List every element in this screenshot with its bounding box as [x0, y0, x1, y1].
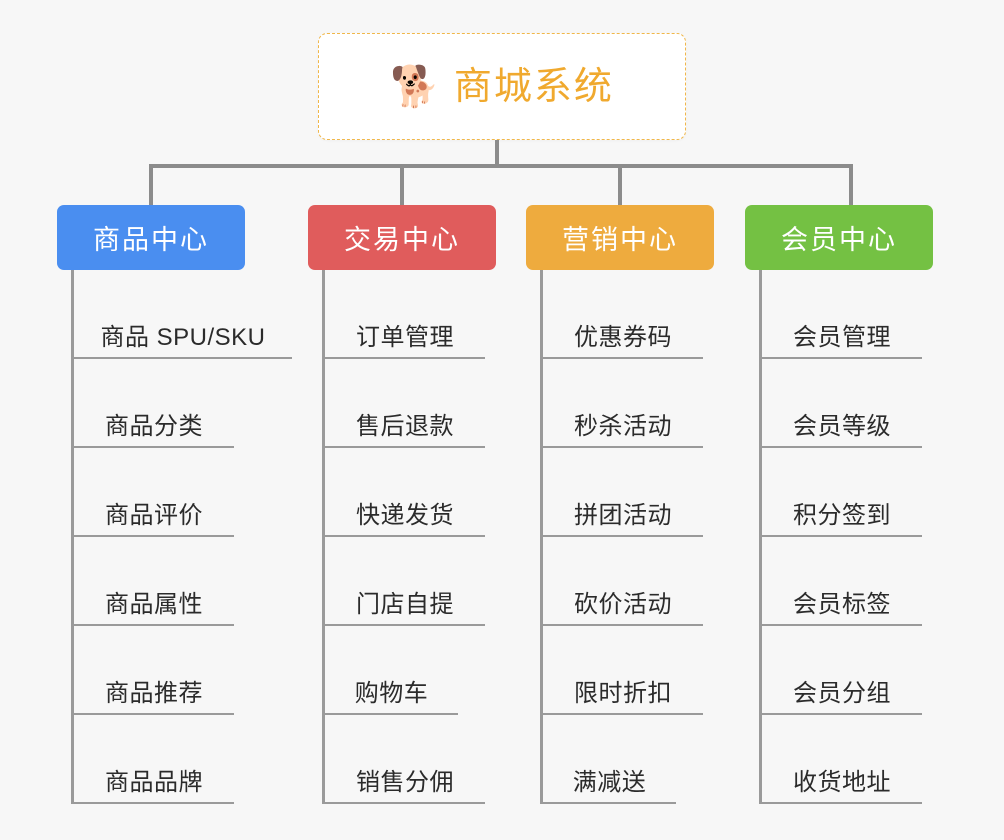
connector-drop-1 [149, 164, 153, 207]
list-item[interactable]: 会员分组 [762, 626, 922, 715]
list-item[interactable]: 秒杀活动 [543, 359, 703, 448]
category-header-trade-center[interactable]: 交易中心 [308, 205, 496, 270]
column-trade-center: 交易中心 订单管理 售后退款 快递发货 门店自提 购物车 [308, 205, 496, 804]
list-item[interactable]: 会员管理 [762, 270, 922, 359]
column-marketing-center: 营销中心 优惠券码 秒杀活动 拼团活动 砍价活动 限时折扣 [526, 205, 714, 804]
leaf-list-trade-center: 订单管理 售后退款 快递发货 门店自提 购物车 销售分佣 [322, 270, 485, 804]
list-item[interactable]: 商品品牌 [74, 715, 234, 804]
list-item[interactable]: 会员标签 [762, 537, 922, 626]
list-item-label: 秒杀活动 [574, 413, 672, 440]
column-product-center: 商品中心 商品 SPU/SKU 商品分类 商品评价 商品属性 商品推荐 [57, 205, 292, 804]
list-item[interactable]: 快递发货 [325, 448, 485, 537]
category-title: 商品中心 [93, 225, 209, 255]
list-item-label: 会员标签 [793, 591, 891, 618]
list-item[interactable]: 商品 SPU/SKU [74, 270, 292, 359]
column-member-center: 会员中心 会员管理 会员等级 积分签到 会员标签 会员分组 [745, 205, 933, 804]
category-header-member-center[interactable]: 会员中心 [745, 205, 933, 270]
root-node[interactable]: 🐕 商城系统 [318, 33, 686, 140]
list-item[interactable]: 满减送 [543, 715, 676, 804]
connector-drop-2 [400, 164, 404, 207]
list-item[interactable]: 会员等级 [762, 359, 922, 448]
list-item-label: 商品品牌 [105, 769, 203, 796]
category-columns: 商品中心 商品 SPU/SKU 商品分类 商品评价 商品属性 商品推荐 [0, 205, 1004, 840]
category-header-marketing-center[interactable]: 营销中心 [526, 205, 714, 270]
category-title: 会员中心 [781, 225, 897, 255]
list-item[interactable]: 商品属性 [74, 537, 234, 626]
list-item[interactable]: 销售分佣 [325, 715, 485, 804]
list-item[interactable]: 收货地址 [762, 715, 922, 804]
list-item-label: 限时折扣 [574, 680, 672, 707]
list-item-label: 购物车 [354, 680, 429, 707]
list-item-label: 售后退款 [356, 413, 454, 440]
list-item[interactable]: 砍价活动 [543, 537, 703, 626]
list-item-label: 商品 SPU/SKU [100, 324, 266, 351]
list-item[interactable]: 优惠券码 [543, 270, 703, 359]
list-item-label: 商品评价 [105, 502, 203, 529]
list-item-label: 砍价活动 [574, 591, 672, 618]
list-item-label: 门店自提 [356, 591, 454, 618]
connector-drop-3 [618, 164, 622, 207]
list-item-label: 满减送 [572, 769, 647, 796]
list-item[interactable]: 门店自提 [325, 537, 485, 626]
root-title: 商城系统 [453, 65, 614, 108]
list-item[interactable]: 售后退款 [325, 359, 485, 448]
list-item-label: 积分签到 [793, 502, 891, 529]
list-item[interactable]: 限时折扣 [543, 626, 703, 715]
category-title: 营销中心 [562, 225, 678, 255]
list-item[interactable]: 订单管理 [325, 270, 485, 359]
list-item-label: 销售分佣 [356, 769, 454, 796]
list-item[interactable]: 积分签到 [762, 448, 922, 537]
list-item-label: 商品属性 [105, 591, 203, 618]
category-title: 交易中心 [344, 225, 460, 255]
list-item-label: 收货地址 [793, 769, 891, 796]
connector-horizontal-bus [149, 164, 853, 168]
list-item-label: 快递发货 [356, 502, 454, 529]
list-item-label: 会员分组 [793, 680, 891, 707]
category-header-product-center[interactable]: 商品中心 [57, 205, 245, 270]
list-item-label: 商品分类 [105, 413, 203, 440]
list-item[interactable]: 购物车 [325, 626, 458, 715]
list-item[interactable]: 商品分类 [74, 359, 234, 448]
list-item-label: 会员管理 [793, 324, 891, 351]
list-item-label: 拼团活动 [574, 502, 672, 529]
root-node-container: 🐕 商城系统 [0, 33, 1004, 140]
list-item-label: 优惠券码 [574, 324, 672, 351]
list-item-label: 商品推荐 [105, 680, 203, 707]
leaf-list-member-center: 会员管理 会员等级 积分签到 会员标签 会员分组 收货地址 [759, 270, 922, 804]
leaf-list-marketing-center: 优惠券码 秒杀活动 拼团活动 砍价活动 限时折扣 满减送 [540, 270, 703, 804]
list-item[interactable]: 商品评价 [74, 448, 234, 537]
connector-root-stem [495, 140, 499, 167]
shiba-dog-face-icon: 🐕 [390, 64, 440, 109]
connector-drop-4 [849, 164, 853, 207]
leaf-list-product-center: 商品 SPU/SKU 商品分类 商品评价 商品属性 商品推荐 商品品牌 [71, 270, 292, 804]
list-item[interactable]: 商品推荐 [74, 626, 234, 715]
list-item[interactable]: 拼团活动 [543, 448, 703, 537]
list-item-label: 订单管理 [356, 324, 454, 351]
list-item-label: 会员等级 [793, 413, 891, 440]
